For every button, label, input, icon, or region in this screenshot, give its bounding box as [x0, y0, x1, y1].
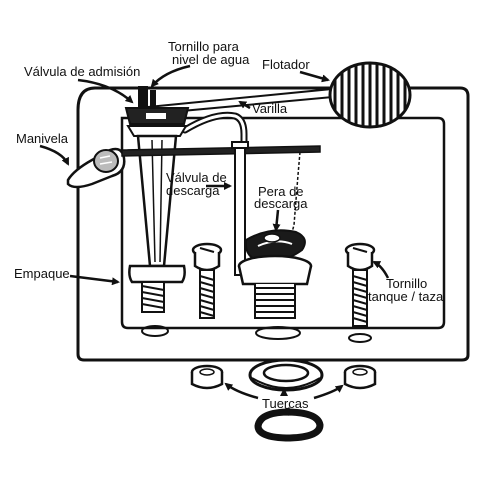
nut-left	[190, 364, 224, 390]
overflow-tube	[231, 141, 249, 276]
arrow-varilla	[238, 100, 251, 110]
tank-gasket	[248, 358, 324, 392]
label-pera-line2: descarga	[254, 196, 308, 211]
tank-outer-wall	[76, 86, 470, 362]
rubber-washer	[254, 408, 324, 442]
fill-valve-body	[128, 134, 186, 313]
label-tornillo-nivel-line1: Tornillo para	[168, 39, 240, 54]
arrow-flotador	[299, 70, 330, 83]
label-tornillo-tanque-line2: tanque / taza	[368, 289, 444, 304]
label-manivela: Manivela	[16, 131, 69, 146]
label-flotador: Flotador	[262, 57, 310, 72]
arrow-manivela	[39, 144, 70, 166]
tank-bolt-right	[344, 242, 376, 327]
tank-inner-wall	[120, 116, 446, 330]
label-valvula-descarga-line1: Válvula de	[166, 170, 227, 185]
arrow-tornillo-tanque	[372, 260, 390, 279]
arrow-pera	[272, 209, 281, 232]
refill-tube	[181, 111, 248, 149]
arrow-tuercas-washer	[282, 407, 290, 416]
label-tornillo-tanque-line1: Tornillo	[386, 276, 427, 291]
arrow-empaque	[69, 274, 120, 286]
label-tornillo-nivel-line2: nivel de agua	[172, 52, 250, 67]
label-valvula-admision: Válvula de admisión	[24, 64, 140, 79]
flush-valve-seat	[237, 254, 313, 319]
label-tuercas: Tuercas	[262, 396, 309, 411]
tank-bolt-left	[191, 242, 223, 319]
arrow-valvula-admision	[77, 78, 134, 104]
arrow-tuercas-nut-left	[224, 382, 259, 400]
arrow-tornillo-nivel	[150, 64, 191, 88]
trip-lever	[121, 145, 321, 157]
floor-hole-right	[348, 333, 372, 343]
label-pera-line1: Pera de	[258, 184, 304, 199]
label-varilla: Varilla	[252, 101, 288, 116]
arrow-tuercas-nut-right	[313, 384, 344, 400]
nut-right	[343, 364, 377, 390]
floor-hole-left	[141, 325, 169, 337]
floor-hole-center	[255, 326, 301, 340]
flapper-chain	[289, 151, 301, 241]
fill-valve-head	[124, 86, 190, 137]
label-empaque: Empaque	[14, 266, 70, 281]
float-ball	[328, 61, 412, 129]
flush-handle	[66, 147, 126, 189]
label-valvula-descarga-line2: descarga	[166, 183, 220, 198]
